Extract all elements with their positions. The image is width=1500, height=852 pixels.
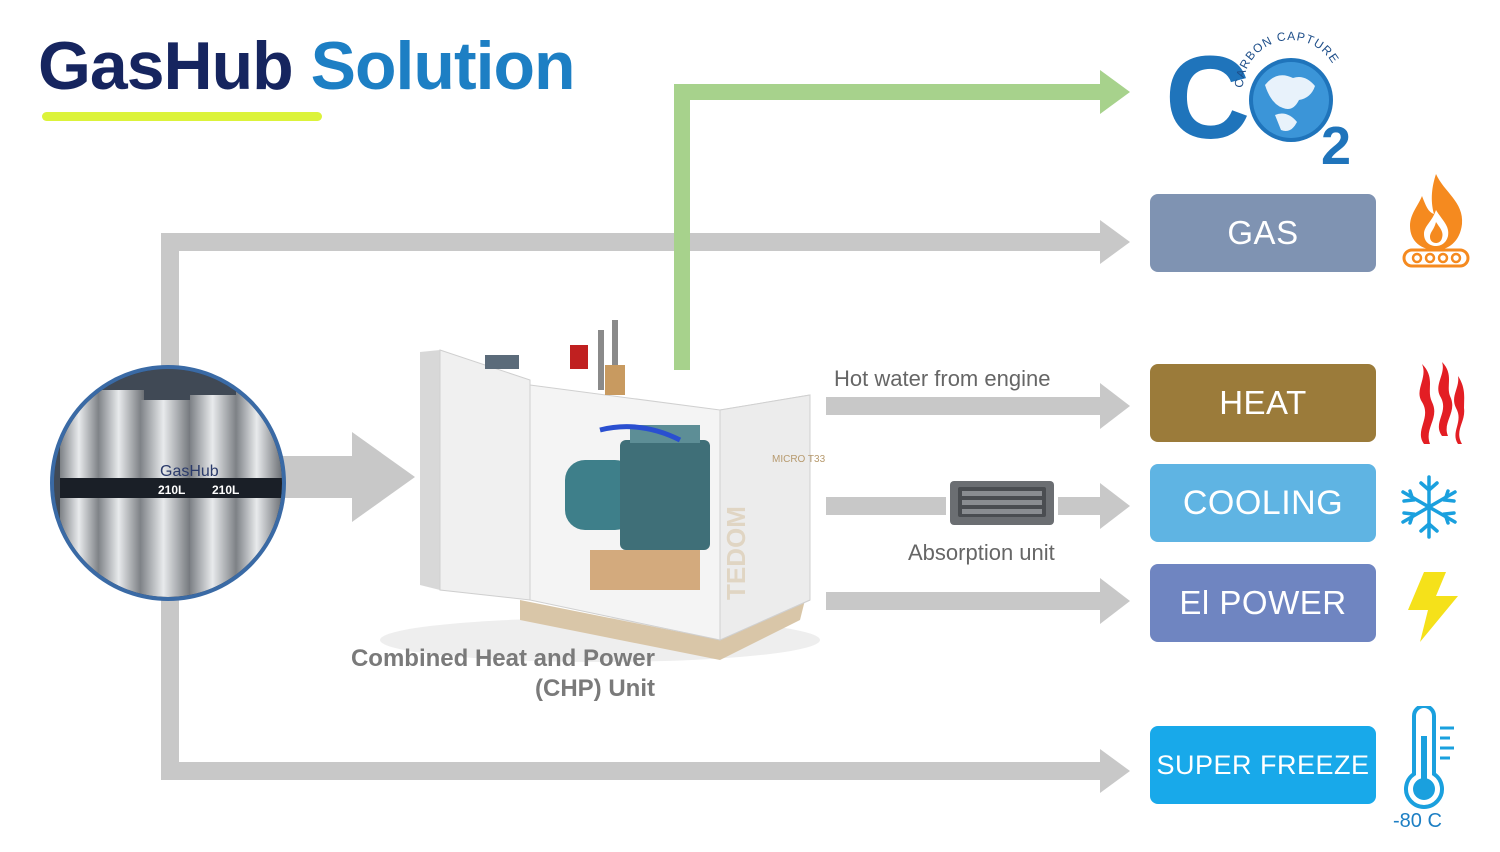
cooling-line-b — [1058, 497, 1106, 515]
output-power-label: El POWER — [1179, 584, 1347, 621]
cylinder-volume-text-2: 210L — [212, 483, 239, 497]
chp-model-text: MICRO T33 — [772, 454, 826, 465]
lightning-icon — [1408, 572, 1458, 642]
co2-line — [674, 84, 1110, 370]
heat-line — [826, 397, 1106, 415]
output-freeze-box: SUPER FREEZE — [1150, 726, 1376, 804]
chp-unit-label: Combined Heat and Power (CHP) Unit — [290, 644, 655, 704]
output-power-box: El POWER — [1150, 564, 1376, 642]
power-line — [826, 592, 1106, 610]
title-underline — [42, 112, 322, 121]
temperature-label: -80 C — [1393, 810, 1442, 832]
absorption-unit-label: Absorption unit — [908, 540, 1055, 565]
chp-label-line2: (CHP) Unit — [535, 675, 655, 702]
page-title: GasHub Solution — [38, 22, 576, 110]
arrow-to-cooling — [1100, 483, 1130, 529]
co2-letter-c: C — [1165, 32, 1250, 164]
arrow-to-power — [1100, 578, 1130, 624]
arrow-to-chp — [280, 432, 415, 522]
arrow-to-co2 — [1100, 70, 1130, 114]
chp-label-line1: Combined Heat and Power — [350, 645, 655, 672]
output-cooling-label: COOLING — [1182, 483, 1344, 522]
co2-subscript-2: 2 — [1321, 116, 1351, 170]
output-gas-box: GAS — [1150, 194, 1376, 272]
title-solution: Solution — [310, 28, 576, 104]
lng-cylinders-image: GasHub 210L 210L — [50, 365, 286, 601]
snowflake-icon — [1401, 475, 1457, 539]
thermometer-icon — [1404, 706, 1454, 809]
output-heat-box: HEAT — [1150, 364, 1376, 442]
arrow-to-heat — [1100, 383, 1130, 429]
cylinder-volume-text: 210L — [158, 483, 185, 497]
output-heat-label: HEAT — [1219, 384, 1307, 421]
output-gas-label: GAS — [1227, 214, 1299, 251]
globe-icon — [1249, 58, 1333, 142]
output-cooling-box: COOLING — [1150, 464, 1376, 542]
chp-maker-text: TEDOM — [721, 506, 751, 600]
cooling-line-a — [826, 497, 946, 515]
output-freeze-label: SUPER FREEZE — [1156, 749, 1370, 780]
freeze-supply-line — [161, 600, 1110, 780]
co2-carbon-capture-logo: C CARBON CAPTURE 2 — [1165, 30, 1351, 170]
arrow-to-freeze — [1100, 749, 1130, 793]
heat-waves-icon — [1419, 362, 1465, 444]
absorption-unit-image — [950, 481, 1054, 525]
cylinder-brand-text: GasHub — [160, 463, 219, 480]
hot-water-label: Hot water from engine — [834, 366, 1051, 391]
title-gashub: GasHub — [38, 28, 294, 104]
flame-burner-icon — [1402, 174, 1470, 268]
arrow-to-gas — [1100, 220, 1130, 264]
chp-unit-image: MICRO T33 TEDOM — [380, 320, 826, 662]
